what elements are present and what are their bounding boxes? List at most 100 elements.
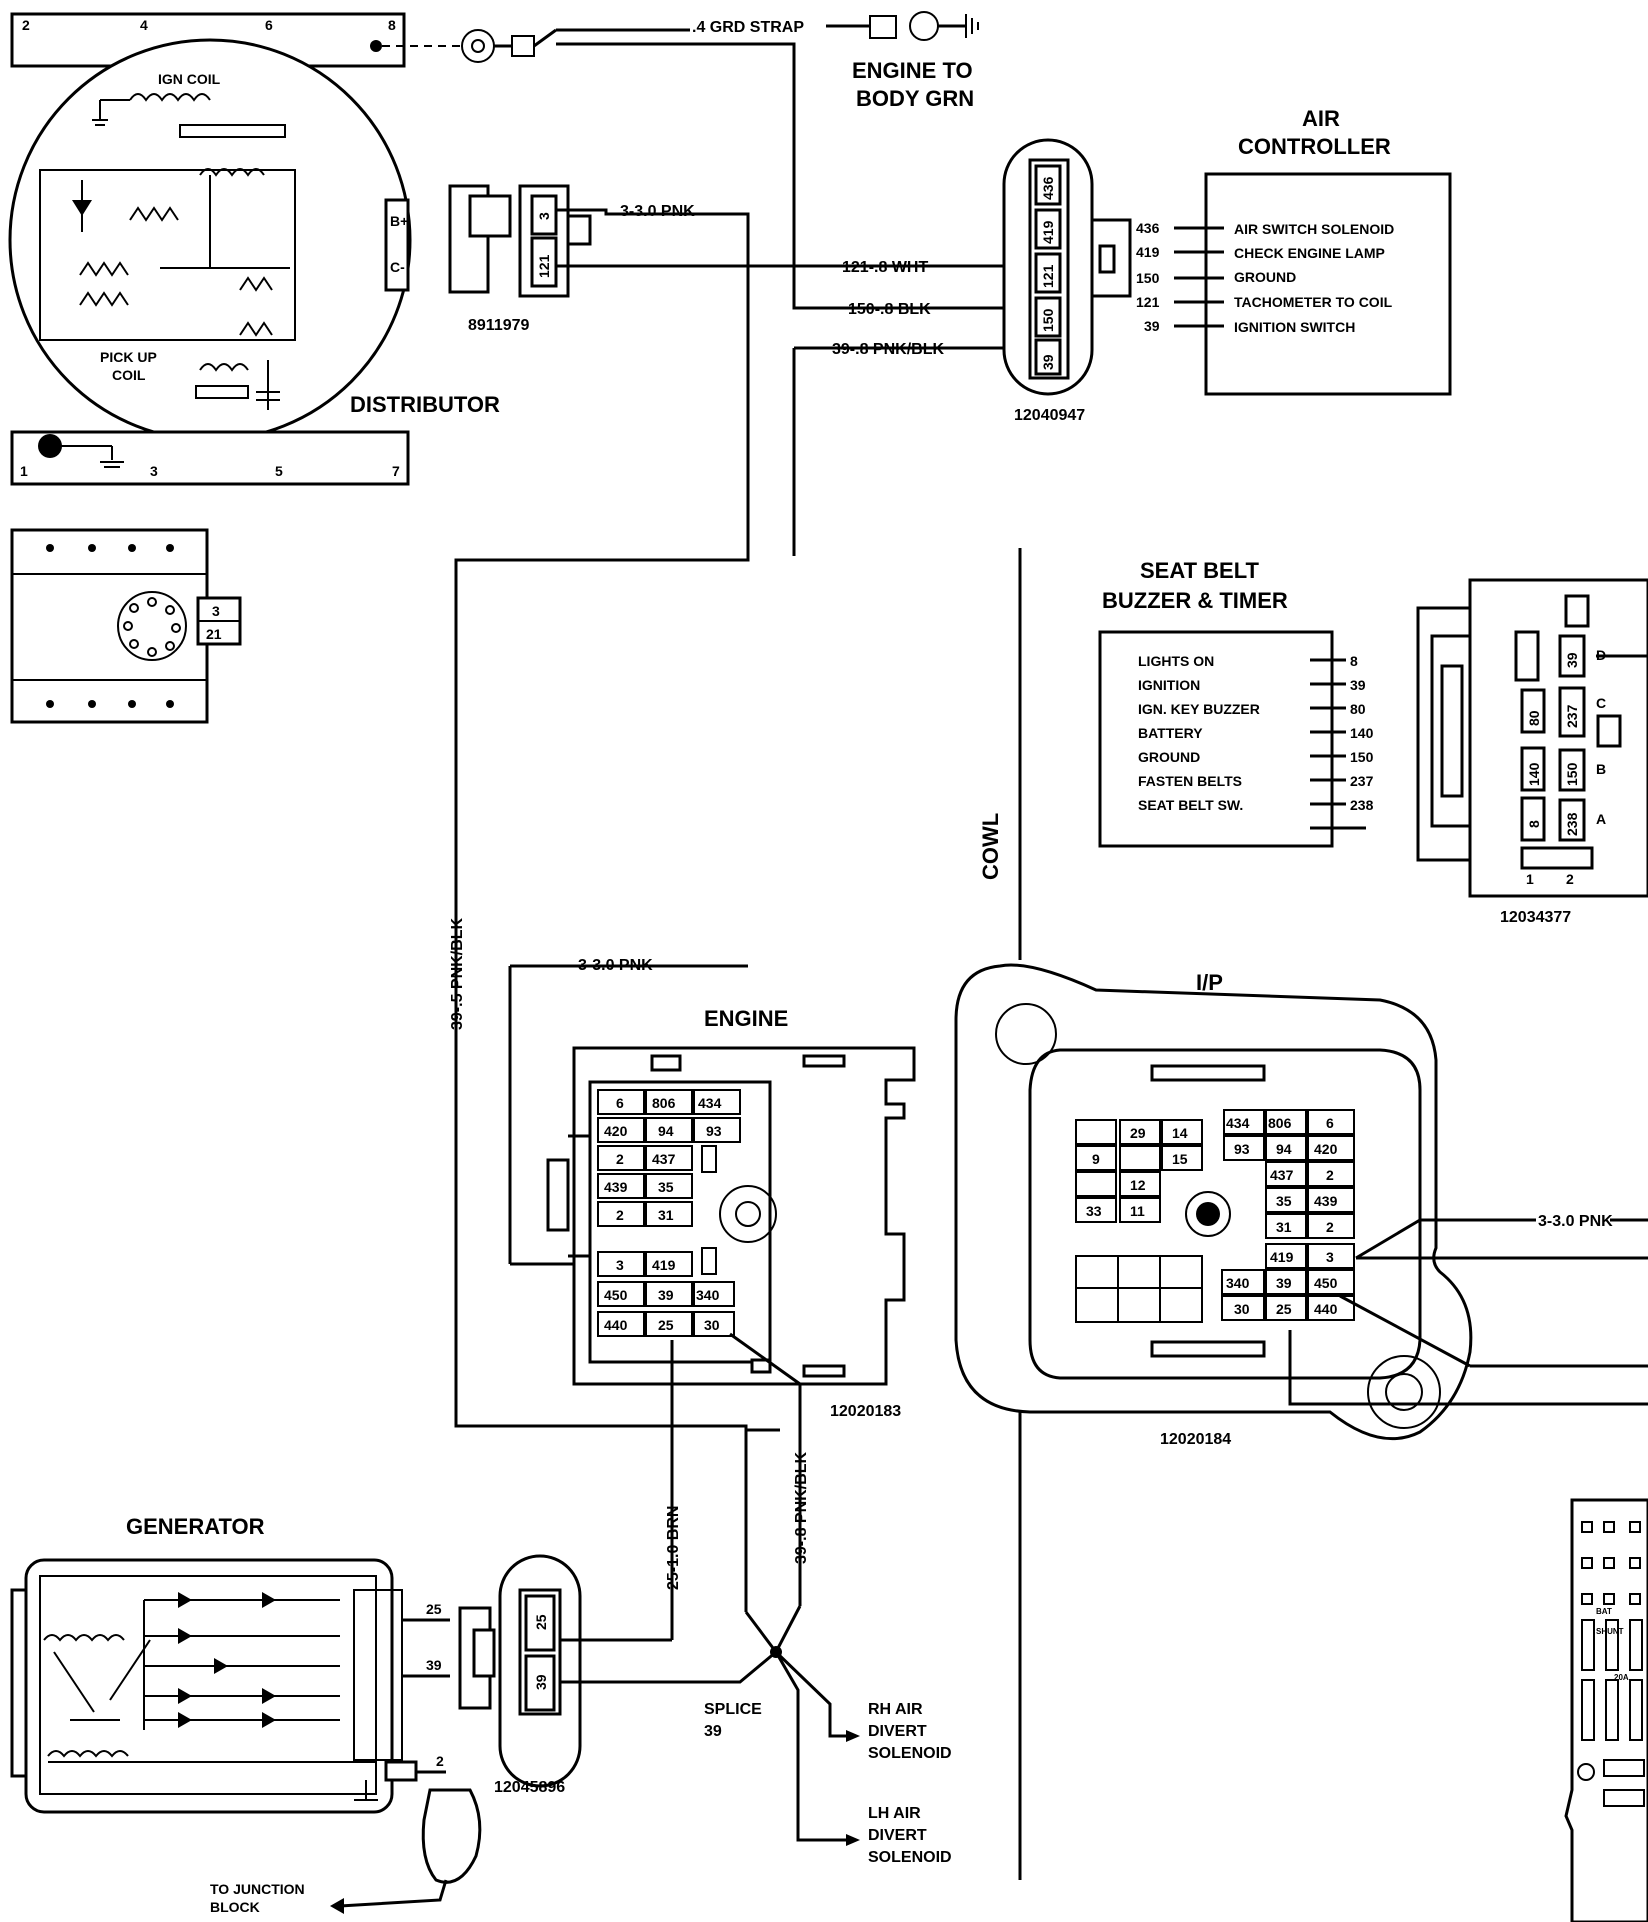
strip-terminal-7: 7 <box>392 463 400 479</box>
ip-block-title: I/P <box>1196 970 1223 995</box>
gen-terminal-25: 25 <box>426 1601 442 1617</box>
conn-8911979-pin-3: 3 <box>536 212 552 220</box>
gen-conn-part: 12045896 <box>494 1779 565 1796</box>
lh-solenoid-3: SOLENOID <box>868 1849 952 1866</box>
sb-cell-8: 8 <box>1526 820 1542 828</box>
seat-belt-num-140: 140 <box>1350 725 1374 741</box>
air-circuit-150-num: 150 <box>1136 270 1160 286</box>
engine-block-part: 12020183 <box>830 1403 901 1420</box>
eng-cell-39: 39 <box>658 1287 674 1303</box>
eng-cell-439: 439 <box>604 1179 628 1195</box>
wire-label-25-brn: 25-1.0 BRN <box>665 1506 682 1590</box>
ip-cell-35: 35 <box>1276 1193 1292 1209</box>
eng-cell-6: 6 <box>616 1095 624 1111</box>
wire-label-39-5-pnk-blk: 39-.5 PNK/BLK <box>449 918 466 1030</box>
fuse-20a-label: 20A <box>1614 1673 1629 1682</box>
hei-pin-21: 21 <box>206 626 222 642</box>
fuse-panel: BAT SHUNT 20A <box>1564 1498 1648 1922</box>
eng-cell-30: 30 <box>704 1317 720 1333</box>
sb-letter-a: A <box>1596 811 1606 827</box>
eng-cell-450: 450 <box>604 1287 628 1303</box>
seat-belt-row-lights-on: LIGHTS ON <box>1138 653 1214 669</box>
distributor: IGN COIL PICK UP COIL B+ C- DISTRIBUTOR <box>8 38 500 442</box>
seat-belt-row-key-buzzer: IGN. KEY BUZZER <box>1138 701 1260 717</box>
air-circuit-121-num: 121 <box>1136 294 1160 310</box>
ip-cell-420: 420 <box>1314 1141 1338 1157</box>
junction-label-1: TO JUNCTION <box>210 1881 305 1897</box>
ip-left-14: 14 <box>1172 1125 1188 1141</box>
conn-8911979-part: 8911979 <box>468 317 530 334</box>
cowl-label: COWL <box>978 813 1003 880</box>
strip-terminal-3: 3 <box>150 463 158 479</box>
ip-left-29: 29 <box>1130 1125 1146 1141</box>
seat-belt-row-ignition: IGNITION <box>1138 677 1200 693</box>
air-circuit-436-label: AIR SWITCH SOLENOID <box>1234 221 1394 237</box>
ip-cell-25: 25 <box>1276 1301 1292 1317</box>
eng-cell-434: 434 <box>698 1095 722 1111</box>
fuse-shunt-label: SHUNT <box>1596 1627 1624 1636</box>
distributor-title: DISTRIBUTOR <box>350 392 500 417</box>
sb-cell-238: 238 <box>1564 812 1580 836</box>
eng-cell-94: 94 <box>658 1123 674 1139</box>
air-circuit-436-num: 436 <box>1136 220 1160 236</box>
ip-cell-419: 419 <box>1270 1249 1294 1265</box>
strip-terminal-1: 1 <box>20 463 28 479</box>
wire-label-39-8-pnk-blk: 39-.8 PNK/BLK <box>793 1452 810 1564</box>
seat-belt-num-237: 237 <box>1350 773 1374 789</box>
ip-cell-440: 440 <box>1314 1301 1338 1317</box>
seat-belt-num-8: 8 <box>1350 653 1358 669</box>
air-conn-pin-436: 436 <box>1040 176 1056 200</box>
gen-conn-pin-39: 39 <box>533 1674 549 1690</box>
rh-solenoid-3: SOLENOID <box>868 1745 952 1762</box>
eng-cell-419: 419 <box>652 1257 676 1273</box>
sb-letter-b: B <box>1596 761 1606 777</box>
lh-solenoid-1: LH AIR <box>868 1805 921 1822</box>
conn-8911979-pin-121: 121 <box>536 254 552 278</box>
air-controller-connector: 436 419 121 150 39 12040947 <box>1002 138 1132 424</box>
ip-cell-3: 3 <box>1326 1249 1334 1265</box>
hei-connector-plate: 3 21 <box>10 528 242 724</box>
eng-cell-437: 437 <box>652 1151 676 1167</box>
seat-belt-title-1: SEAT BELT <box>1140 558 1260 583</box>
sb-cell-237: 237 <box>1564 704 1580 728</box>
ip-cell-93: 93 <box>1234 1141 1250 1157</box>
ip-cell-39: 39 <box>1276 1275 1292 1291</box>
strip-terminal-4: 4 <box>140 17 148 33</box>
seat-belt-row-battery: BATTERY <box>1138 725 1203 741</box>
air-conn-pin-121: 121 <box>1040 264 1056 288</box>
fuse-bat-label: BAT <box>1596 1607 1612 1616</box>
eng-cell-806: 806 <box>652 1095 676 1111</box>
air-circuit-150-label: GROUND <box>1234 269 1296 285</box>
pick-up-coil-label-1: PICK UP <box>100 349 157 365</box>
wire-label-3-pnk-ip: 3-3.0 PNK <box>1538 1213 1613 1230</box>
ip-right-cells: 434 806 6 93 94 420 437 2 35 439 31 2 41… <box>1221 1109 1355 1321</box>
eng-cell-440: 440 <box>604 1317 628 1333</box>
seat-belt-part: 12034377 <box>1500 909 1571 926</box>
terminal-c-minus: C- <box>390 259 405 275</box>
hei-pin-3: 3 <box>212 603 220 619</box>
connector-8911979: 3 121 8911979 <box>448 184 592 334</box>
air-conn-pin-150: 150 <box>1040 308 1056 332</box>
wire-label-39-pnk-blk: 39-.8 PNK/BLK <box>832 341 944 358</box>
ip-left-12: 12 <box>1130 1177 1146 1193</box>
ip-left-11: 11 <box>1130 1203 1145 1219</box>
ground-icon <box>965 14 979 38</box>
gen-terminal-39: 39 <box>426 1657 442 1673</box>
sb-cell-140: 140 <box>1526 762 1542 786</box>
seat-belt-num-80: 80 <box>1350 701 1366 717</box>
air-circuit-419-num: 419 <box>1136 244 1160 260</box>
wire-label-150-blk: 150-.8 BLK <box>848 301 931 318</box>
eng-cell-31: 31 <box>658 1207 674 1223</box>
ip-cell-450: 450 <box>1314 1275 1338 1291</box>
air-controller-title-1: AIR <box>1302 106 1340 131</box>
air-circuit-39-label: IGNITION SWITCH <box>1234 319 1355 335</box>
eng-cell-3: 3 <box>616 1257 624 1273</box>
ip-cell-2b: 2 <box>1326 1219 1334 1235</box>
engine-fuse-block: ENGINE 3-3.0 PNK 6 806 434 420 94 93 2 4… <box>508 957 916 1420</box>
air-controller-title-2: CONTROLLER <box>1238 134 1391 159</box>
sb-cell-80: 80 <box>1526 710 1542 726</box>
sb-bottom-2: 2 <box>1566 871 1574 887</box>
strip-terminal-8: 8 <box>388 17 396 33</box>
gen-terminal-2: 2 <box>436 1753 444 1769</box>
